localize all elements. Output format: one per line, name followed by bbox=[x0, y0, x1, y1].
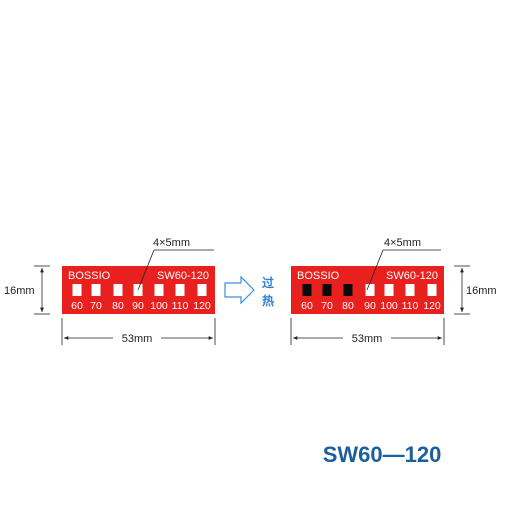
height-dimension-right bbox=[454, 265, 470, 315]
temperature-window-120 bbox=[427, 284, 437, 296]
temperature-value-70: 70 bbox=[90, 300, 102, 312]
temperature-window-60 bbox=[72, 284, 82, 296]
width-dim-text: 53mm bbox=[122, 333, 153, 345]
temperature-value-120: 120 bbox=[193, 300, 211, 312]
size-leader-line bbox=[366, 249, 384, 291]
temperature-window-100 bbox=[154, 284, 164, 296]
temperature-windows bbox=[302, 284, 437, 296]
temperature-window-100 bbox=[384, 284, 394, 296]
temperature-window-70 bbox=[91, 284, 101, 296]
model-text: SW60-120 bbox=[386, 270, 438, 282]
temperature-window-80 bbox=[113, 284, 123, 296]
temperature-value-60: 60 bbox=[301, 300, 313, 312]
temperature-window-120 bbox=[197, 284, 207, 296]
brand-text: BOSSIO bbox=[297, 270, 340, 282]
height-dim-text: 16mm bbox=[466, 285, 497, 297]
temperature-value-60: 60 bbox=[71, 300, 83, 312]
temperature-window-90 bbox=[365, 284, 375, 296]
width-dimension-left bbox=[61, 318, 216, 345]
width-dimension-right bbox=[290, 318, 445, 345]
temperature-window-70 bbox=[322, 284, 332, 296]
window-size-callout: 4×5mm bbox=[153, 237, 190, 249]
temperature-window-60 bbox=[302, 284, 312, 296]
height-dimension-left bbox=[34, 265, 50, 315]
temperature-value-100: 100 bbox=[150, 300, 168, 312]
temperature-value-70: 70 bbox=[321, 300, 333, 312]
overheat-text-2: 热 bbox=[262, 293, 274, 308]
overheat-text-1: 过 bbox=[262, 275, 274, 290]
temperature-values: 60 70 80 90 100 110 120 bbox=[301, 300, 441, 312]
temperature-window-80 bbox=[343, 284, 353, 296]
brand-text: BOSSIO bbox=[68, 270, 111, 282]
temperature-values: 60 70 80 90 100 110 120 bbox=[71, 300, 211, 312]
product-title: SW60—120 bbox=[323, 442, 442, 467]
temperature-value-120: 120 bbox=[423, 300, 441, 312]
temperature-window-110 bbox=[175, 284, 185, 296]
size-leader-line bbox=[137, 249, 155, 291]
model-text: SW60-120 bbox=[157, 270, 209, 282]
temperature-window-110 bbox=[405, 284, 415, 296]
width-dim-text: 53mm bbox=[352, 333, 383, 345]
temperature-value-90: 90 bbox=[364, 300, 376, 312]
height-dim-text: 16mm bbox=[4, 285, 35, 297]
window-size-callout: 4×5mm bbox=[384, 237, 421, 249]
temperature-value-110: 110 bbox=[402, 300, 419, 312]
temperature-value-100: 100 bbox=[380, 300, 398, 312]
temperature-value-110: 110 bbox=[172, 300, 189, 312]
transition-arrow-icon bbox=[224, 275, 255, 305]
temperature-value-80: 80 bbox=[112, 300, 124, 312]
label-before: BOSSIO SW60-120 60 70 80 90 100 110 120 bbox=[62, 249, 215, 314]
temperature-value-90: 90 bbox=[132, 300, 144, 312]
label-after: BOSSIO SW60-120 60 70 80 90 100 110 120 bbox=[291, 249, 444, 314]
temperature-value-80: 80 bbox=[342, 300, 354, 312]
